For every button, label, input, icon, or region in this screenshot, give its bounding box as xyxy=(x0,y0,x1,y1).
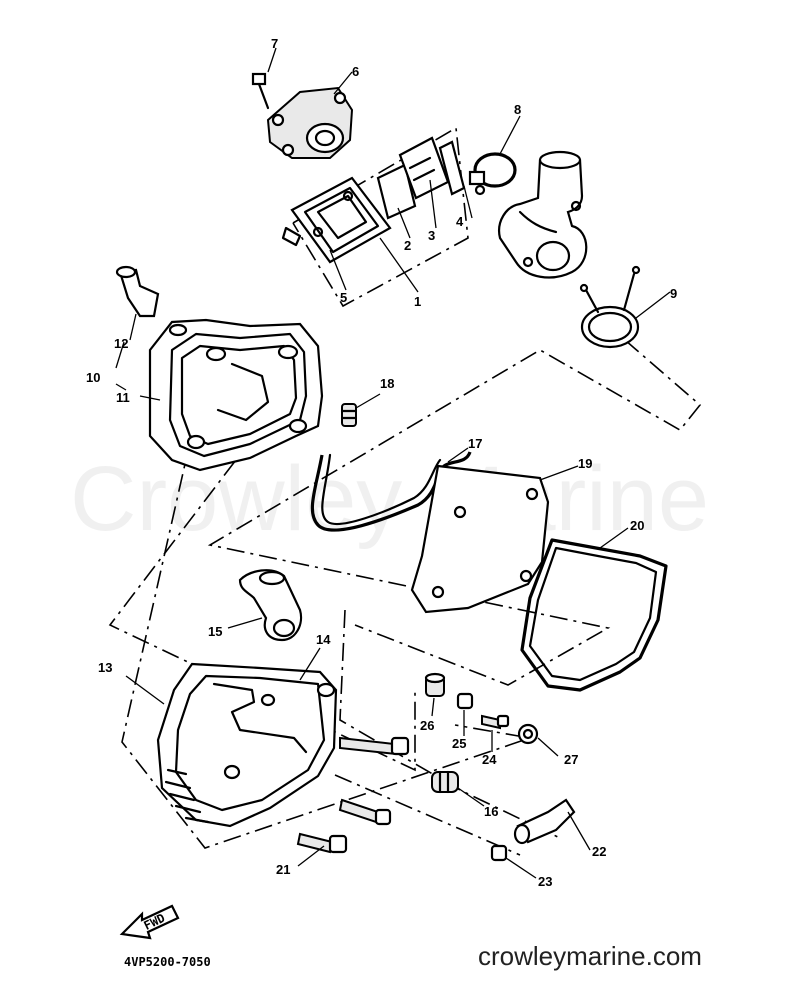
thermostat-bolt[interactable] xyxy=(251,72,270,110)
grommet-16[interactable] xyxy=(431,770,459,794)
nut-23[interactable] xyxy=(490,844,508,862)
nut-27[interactable] xyxy=(517,723,539,745)
callout-labels: 1 2 3 4 5 6 7 8 9 10 11 12 13 14 15 16 1… xyxy=(86,36,677,889)
callout-7: 7 xyxy=(271,36,278,51)
watermark-text: Crowley Marine xyxy=(70,448,709,550)
cover-gasket[interactable] xyxy=(520,538,668,692)
water-elbow-housing[interactable] xyxy=(498,150,588,279)
callout-4: 4 xyxy=(456,214,464,229)
callout-25: 25 xyxy=(452,736,466,751)
callout-12: 12 xyxy=(114,336,128,351)
callout-13: 13 xyxy=(98,660,112,675)
elbow-gasket[interactable] xyxy=(238,569,303,642)
cover-bolt-c[interactable] xyxy=(296,832,348,854)
cover-plate[interactable] xyxy=(410,464,550,614)
callout-18: 18 xyxy=(380,376,394,391)
bracket-22[interactable] xyxy=(513,798,576,845)
callout-26: 26 xyxy=(420,718,434,733)
fwd-arrow-icon: FWD xyxy=(119,904,180,940)
cover-bolt-b[interactable] xyxy=(338,798,392,826)
callout-2: 2 xyxy=(404,238,411,253)
callout-14: 14 xyxy=(316,632,331,647)
callout-20: 20 xyxy=(630,518,644,533)
site-url[interactable]: crowleymarine.com xyxy=(478,941,702,971)
callout-23: 23 xyxy=(538,874,552,889)
callout-11: 11 xyxy=(116,390,130,405)
leader-lines xyxy=(115,47,671,879)
callout-1: 1 xyxy=(414,294,421,309)
cover-fitting[interactable] xyxy=(115,265,160,318)
exhaust-cover[interactable] xyxy=(156,662,338,828)
head-cover[interactable] xyxy=(148,318,324,472)
callout-3: 3 xyxy=(428,228,435,243)
callout-17: 17 xyxy=(468,436,482,451)
reed-valve-assembly[interactable] xyxy=(281,176,392,264)
screw-24[interactable] xyxy=(481,714,510,730)
callout-19: 19 xyxy=(578,456,592,471)
callout-16: 16 xyxy=(484,804,498,819)
collar-25[interactable] xyxy=(456,692,474,710)
callout-10: 10 xyxy=(86,370,100,385)
callout-5: 5 xyxy=(340,290,347,305)
hose-clamp[interactable] xyxy=(468,152,517,196)
callout-24: 24 xyxy=(482,752,497,767)
water-hose[interactable] xyxy=(310,451,472,532)
callout-9: 9 xyxy=(670,286,677,301)
thermostat-seal[interactable] xyxy=(579,265,641,349)
thermostat-cover[interactable] xyxy=(266,86,354,159)
reed-gasket[interactable] xyxy=(376,163,417,220)
callout-22: 22 xyxy=(592,844,606,859)
drain-plug[interactable] xyxy=(340,403,358,427)
callout-6: 6 xyxy=(352,64,359,79)
callout-15: 15 xyxy=(208,624,222,639)
cover-bolt-a[interactable] xyxy=(339,736,410,756)
diagram-code: 4VP5200-7050 xyxy=(124,955,211,969)
callout-21: 21 xyxy=(276,862,290,877)
callout-27: 27 xyxy=(564,752,578,767)
callout-8: 8 xyxy=(514,102,521,117)
grommet-26[interactable] xyxy=(424,672,446,697)
